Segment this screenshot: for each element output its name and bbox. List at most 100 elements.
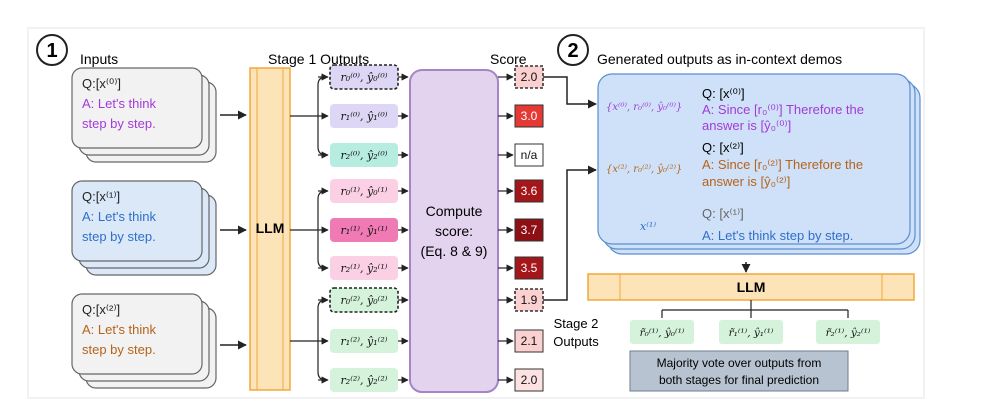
- demo1-answer-line1: A: Since [r₀⁽⁰⁾] Therefore the: [702, 102, 864, 117]
- stage2-output-2: r̃₂⁽¹⁾, ŷ₂⁽¹⁾: [816, 320, 880, 344]
- output-chip-0: r₀⁽⁰⁾, ŷ₀⁽⁰⁾: [329, 64, 409, 90]
- input-stack-0: Q:[x⁽⁰⁾] A: Let's think step by step.: [71, 67, 217, 163]
- branch-connectors: [290, 73, 329, 384]
- section1-title: Inputs: [80, 51, 118, 67]
- score-header: Score: [490, 51, 527, 67]
- output-chip-bg: [329, 64, 399, 90]
- output-chip-bg: [330, 256, 398, 280]
- compute-line3: (Eq. 8 & 9): [421, 243, 488, 259]
- demo2-tuple: {x⁽²⁾, r₀⁽²⁾, ŷ₀⁽²⁾}: [606, 164, 682, 175]
- score-box: [514, 256, 544, 280]
- output-chip-8: r₂⁽²⁾, ŷ₂⁽²⁾: [330, 368, 409, 392]
- score-box: [514, 104, 544, 128]
- output-chip-text: r₁⁽¹⁾, ŷ₁⁽¹⁾: [341, 224, 388, 237]
- stage2-output-bg: [816, 320, 880, 344]
- output-chip-bg: [330, 218, 398, 242]
- output-chip-bg: [330, 104, 398, 128]
- score-value: 3.0: [521, 109, 538, 123]
- input-answer-line1: A: Let's think: [82, 209, 157, 224]
- stage1-header: Stage 1 Outputs: [268, 51, 369, 67]
- output-chip-bg: [330, 329, 398, 353]
- input-answer-line1: A: Let's think: [82, 96, 157, 111]
- demo2-answer-line2: answer is [ŷ₀⁽²⁾]: [702, 174, 790, 189]
- demo1-tuple: {x⁽⁰⁾, r₀⁽⁰⁾, ŷ₀⁽⁰⁾}: [606, 102, 682, 113]
- input-question: Q:[x⁽¹⁾]: [82, 189, 120, 204]
- stage2-output-text: r̃₀⁽¹⁾, ŷ₀⁽¹⁾: [640, 326, 685, 339]
- output-chip-text: r₂⁽²⁾, ŷ₂⁽²⁾: [341, 374, 388, 387]
- output-chip-text: r₀⁽¹⁾, ŷ₀⁽¹⁾: [341, 185, 388, 198]
- majority-vote-rect: [629, 350, 849, 392]
- input-question: Q:[x⁽²⁾]: [82, 302, 120, 317]
- score-value: 3.7: [521, 223, 538, 237]
- score-box: [514, 143, 544, 167]
- output-chip-2: r₂⁽⁰⁾, ŷ₂⁽⁰⁾: [330, 143, 409, 167]
- score-6: 1.9: [498, 288, 544, 312]
- llm-label: LLM: [256, 220, 285, 236]
- score-8: 2.0: [498, 368, 544, 392]
- score-value: 3.6: [521, 184, 538, 198]
- input-card-layer: [71, 67, 203, 149]
- demo-card-front: [597, 73, 911, 245]
- llm2-bar: [587, 273, 915, 301]
- section2-header: 2 Generated outputs as in-context demos: [557, 34, 842, 67]
- output-chip-text: r₂⁽⁰⁾, ŷ₂⁽⁰⁾: [341, 149, 388, 162]
- score-value: 3.5: [521, 261, 538, 275]
- output-chip-3: r₀⁽¹⁾, ŷ₀⁽¹⁾: [330, 179, 409, 203]
- score-7: 2.1: [498, 329, 544, 353]
- stage2-output-0: r̃₀⁽¹⁾, ŷ₀⁽¹⁾: [630, 320, 694, 344]
- output-chip-bg: [330, 179, 398, 203]
- section2-badge: [557, 34, 589, 66]
- score-value: 2.0: [521, 70, 538, 84]
- stage2-output-bg: [630, 320, 694, 344]
- demo-query-question: Q: [x⁽¹⁾]: [702, 206, 744, 221]
- score-5: 3.5: [498, 256, 544, 280]
- score-box: [514, 329, 544, 353]
- compute-line2: score:: [435, 223, 473, 239]
- demo-panel: {x⁽⁰⁾, r₀⁽⁰⁾, ŷ₀⁽⁰⁾} Q: [x⁽⁰⁾] A: Since …: [597, 73, 921, 255]
- section2-number: 2: [567, 40, 578, 62]
- output-chip-5: r₂⁽¹⁾, ŷ₂⁽¹⁾: [330, 256, 409, 280]
- output-chip-text: r₁⁽²⁾, ŷ₁⁽²⁾: [341, 335, 388, 348]
- majority-line2: both stages for final prediction: [659, 373, 819, 387]
- arrow-score0-demo: [543, 76, 597, 109]
- input-question: Q:[x⁽⁰⁾]: [82, 76, 121, 91]
- output-chip-7: r₁⁽²⁾, ŷ₁⁽²⁾: [330, 329, 409, 353]
- compute-line1: Compute: [426, 203, 483, 219]
- output-chip-bg: [330, 143, 398, 167]
- majority-line1: Majority vote over outputs from: [657, 356, 822, 370]
- llm-stage1: LLM: [249, 67, 291, 391]
- score-box: [514, 368, 544, 392]
- arrow-score6-demo: [543, 165, 597, 301]
- stage2-output-text: r̃₁⁽¹⁾, ŷ₁⁽¹⁾: [729, 326, 774, 339]
- stage2-output-text: r̃₂⁽¹⁾, ŷ₂⁽¹⁾: [826, 326, 871, 339]
- score-box: [514, 218, 544, 242]
- output-chip-1: r₁⁽⁰⁾, ŷ₁⁽⁰⁾: [330, 104, 409, 128]
- output-chip-text: r₂⁽¹⁾, ŷ₂⁽¹⁾: [341, 262, 388, 275]
- score-2: n/a: [498, 143, 544, 167]
- input-answer-line1: A: Let's think: [82, 322, 157, 337]
- demo-query-answer: A: Let's think step by step.: [702, 228, 853, 243]
- score-0: 2.0: [498, 65, 544, 89]
- stage2-label-line2: Outputs: [553, 334, 599, 349]
- score-value: 2.1: [521, 334, 538, 348]
- stage2-outputs: r̃₀⁽¹⁾, ŷ₀⁽¹⁾ r̃₁⁽¹⁾, ŷ₁⁽¹⁾ r̃₂⁽¹⁾, ŷ₂⁽¹⁾: [630, 320, 880, 344]
- demo1-question: Q: [x⁽⁰⁾]: [702, 86, 745, 101]
- branch-bracket-2: [317, 299, 327, 381]
- majority-vote-box: Majority vote over outputs from both sta…: [629, 350, 849, 392]
- figure-frame: [27, 27, 925, 399]
- scores: 2.0 3.0 n/a 3.6 3.7 3.5 1.9 2.1 2.0: [498, 65, 544, 392]
- score-box: [514, 65, 544, 89]
- demo1-answer-line2: answer is [ŷ₀⁽⁰⁾]: [702, 118, 791, 133]
- section2-title: Generated outputs as in-context demos: [597, 51, 842, 67]
- score-value: n/a: [521, 148, 538, 162]
- input-answer-line2: step by step.: [82, 116, 156, 131]
- output-chip-bg: [330, 368, 398, 392]
- score-box: [514, 179, 544, 203]
- output-chip-4: r₁⁽¹⁾, ŷ₁⁽¹⁾: [330, 218, 409, 242]
- input-card-layer: [71, 180, 203, 262]
- score-value: 2.0: [521, 373, 538, 387]
